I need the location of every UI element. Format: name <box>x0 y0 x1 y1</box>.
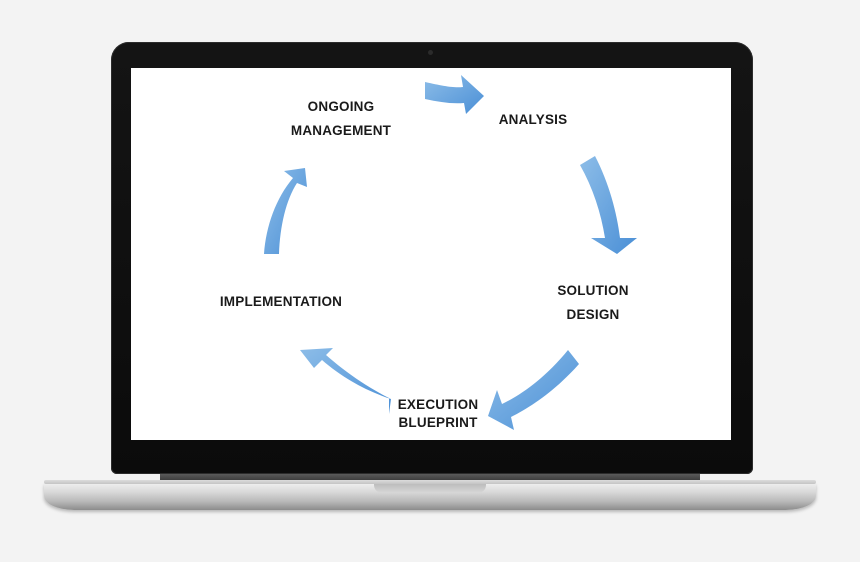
arrow-to-implementation <box>300 348 391 414</box>
arrow-to-execution-blueprint <box>488 350 579 430</box>
arrow-to-analysis <box>425 75 484 114</box>
laptop-hinge <box>160 474 700 484</box>
stage-solution-design: SOLUTION DESIGN <box>547 279 639 327</box>
camera-icon <box>428 50 433 55</box>
cycle-arrows <box>264 75 637 430</box>
laptop-opening-notch <box>374 484 486 493</box>
stage-label-line: ANALYSIS <box>498 112 568 127</box>
stage-implementation: IMPLEMENTATION <box>212 290 350 314</box>
stage-analysis: ANALYSIS <box>490 108 576 132</box>
stage-label-line: MANAGEMENT <box>290 123 392 138</box>
stage-label-line: ONGOING <box>307 99 375 114</box>
arrow-to-ongoing-management <box>264 168 307 254</box>
stage-execution-blueprint: EXECUTION BLUEPRINT <box>389 396 487 432</box>
stage-label-line: BLUEPRINT <box>398 415 478 430</box>
stage-label-line: IMPLEMENTATION <box>219 294 343 309</box>
stage-label-line: DESIGN <box>566 307 620 322</box>
stage-label-line: EXECUTION <box>397 397 479 412</box>
stage-ongoing-management: ONGOING MANAGEMENT <box>280 95 402 143</box>
laptop-screen <box>131 68 731 440</box>
arrow-to-solution-design <box>580 156 637 254</box>
stage-label-line: SOLUTION <box>557 283 629 298</box>
laptop-base-edge <box>44 480 816 484</box>
